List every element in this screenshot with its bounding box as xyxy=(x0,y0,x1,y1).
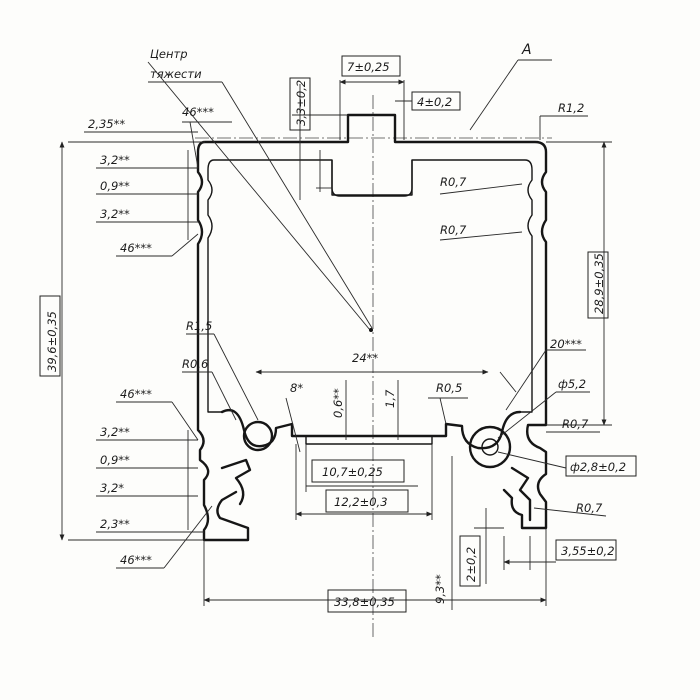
dim-top-slot-depth: 3,3±0,2 xyxy=(294,80,308,126)
centroid-label-1: Центр xyxy=(150,47,188,61)
dim-bottom-channel-outer: 12,2±0,3 xyxy=(334,495,388,509)
dim-radius-r3: R0,7 xyxy=(562,417,589,431)
centroid-label-2: тяжести xyxy=(150,67,202,81)
leader xyxy=(497,451,567,469)
dim-overall-height: 39,6±0,35 xyxy=(45,311,59,372)
bottom-channel xyxy=(220,408,522,450)
leader xyxy=(499,371,517,393)
dim-box xyxy=(325,489,409,513)
dim-left-angle-top-low: 46*** xyxy=(120,241,152,255)
dim-right-angle: 20*** xyxy=(550,337,582,351)
dim-box xyxy=(311,459,405,483)
dim-radius-left-06: R0,6 xyxy=(182,357,208,371)
right-hook-bore xyxy=(468,425,512,469)
dim-right-hole-dia: ф2,8±0,2 xyxy=(570,460,626,474)
leader xyxy=(171,401,199,441)
dim-center-span: 24** xyxy=(352,351,378,365)
dim-channel-depth-b: 1,7 xyxy=(383,389,397,408)
leader xyxy=(213,333,259,421)
dim-left-bottom-step: 2,3** xyxy=(100,517,130,531)
dim-radius-left-15: R1,5 xyxy=(186,319,212,333)
section-a-label: A xyxy=(521,42,532,58)
dim-radius-r4: R0,7 xyxy=(576,501,603,515)
leader xyxy=(189,121,199,169)
centroid-leader-c xyxy=(221,81,373,329)
dim-left-rib-b: 3,2** xyxy=(100,207,130,221)
dim-radius-center-05: R0,5 xyxy=(436,381,462,395)
leader xyxy=(533,507,607,517)
dim-inner-height: 28,9±0,35 xyxy=(592,253,606,314)
dim-left-rib-a: 3,2** xyxy=(100,153,130,167)
dim-left-top-step: 2,35** xyxy=(88,117,125,131)
dim-lower-offset: 9,3** xyxy=(433,574,447,604)
dim-box xyxy=(341,55,401,77)
dim-left-bottom-rib-gap: 0,9** xyxy=(100,453,130,467)
profile-inner-contour xyxy=(207,159,533,413)
dim-box xyxy=(555,539,617,561)
dim-box xyxy=(587,251,609,319)
dim-left-angle-top: 46*** xyxy=(182,105,214,119)
dim-bottom-channel-inner: 10,7±0,25 xyxy=(322,465,383,479)
section-a-leader xyxy=(469,59,519,131)
dim-box xyxy=(289,77,311,131)
dim-overall-width: 33,8±0,35 xyxy=(334,595,395,609)
leader xyxy=(439,183,523,195)
dim-left-bottom-rib-b: 3,2* xyxy=(100,481,124,495)
dim-top-slot-width: 7±0,25 xyxy=(347,60,390,74)
dim-box xyxy=(459,535,481,587)
dim-radius-r2: R0,7 xyxy=(440,223,467,237)
dim-hole-dia: ф5,2 xyxy=(558,377,586,391)
bottom-channel-floor xyxy=(305,436,433,445)
dim-radius-r1: R0,7 xyxy=(440,175,467,189)
dim-left-rib-gap: 0,9** xyxy=(100,179,130,193)
top-slot xyxy=(331,160,413,197)
lower-left-rail xyxy=(220,458,252,506)
dim-box xyxy=(565,455,637,477)
dim-line xyxy=(285,397,301,453)
leader xyxy=(497,391,557,439)
leader xyxy=(505,349,547,411)
leader xyxy=(171,233,199,257)
centroid-point xyxy=(369,328,373,332)
dim-channel-depth-a: 0,6** xyxy=(331,388,345,418)
leader xyxy=(211,371,237,421)
lower-right-rail xyxy=(510,466,532,522)
dim-top-slot-lip: 4±0,2 xyxy=(417,95,452,109)
dim-chamfer-angle: 8* xyxy=(290,381,303,395)
dim-right-slot-width: 3,55±0,2 xyxy=(561,544,615,558)
leader xyxy=(439,231,523,241)
dim-radius-corner: R1,2 xyxy=(558,101,584,115)
dim-box xyxy=(327,589,407,613)
centroid-leader xyxy=(147,61,371,331)
right-hook-hole xyxy=(481,438,499,456)
dim-left-bottom-rib-a: 3,2** xyxy=(100,425,130,439)
leader xyxy=(163,505,213,569)
dim-left-angle-bottom: 46*** xyxy=(120,553,152,567)
dim-right-slot-depth: 2±0,2 xyxy=(464,547,478,582)
left-hook-bore xyxy=(242,420,274,452)
dim-box xyxy=(39,295,61,377)
dim-left-angle-bottom-up: 46*** xyxy=(120,387,152,401)
leader xyxy=(439,397,447,425)
